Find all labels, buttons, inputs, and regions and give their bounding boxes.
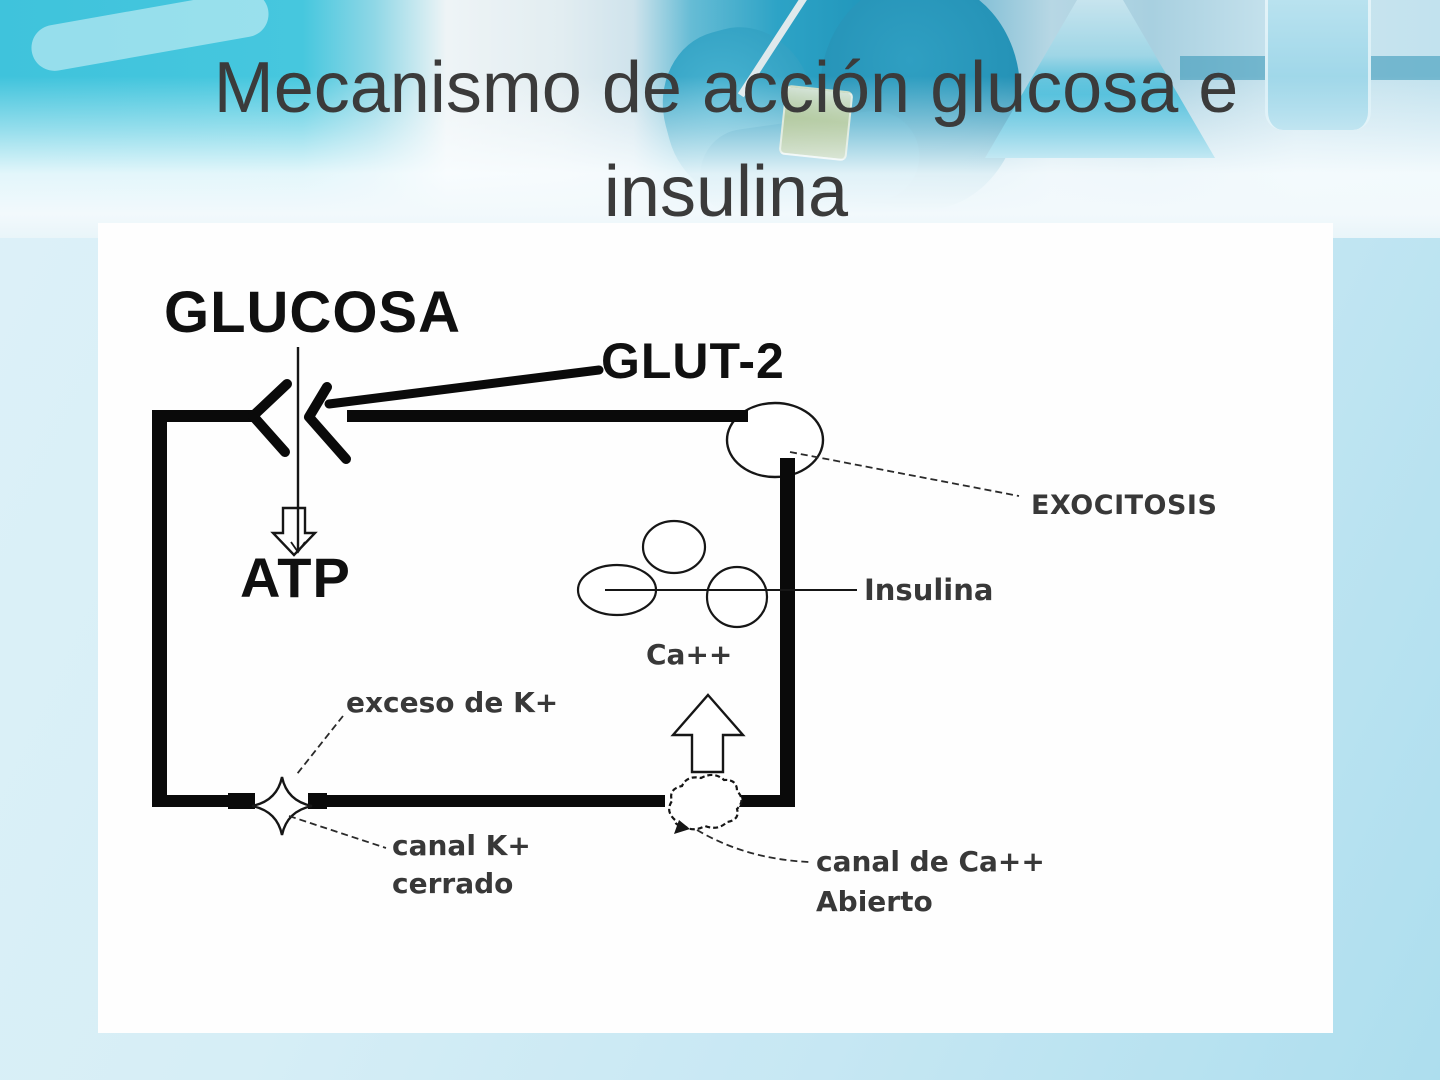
glut2-channel [248, 379, 351, 464]
canal-ca-label-line2: Abierto [816, 885, 933, 918]
exocitosis-pointer [789, 451, 1020, 497]
vesicle-circle [725, 401, 825, 479]
glut2-channel-left-fletch [248, 379, 292, 457]
membrane-top-right-segment [347, 410, 748, 422]
slide-title-line2: insulina [603, 152, 849, 232]
canal-ca-label-line1: canal de Ca++ [816, 845, 1045, 878]
exceso-k-label: exceso de K+ [346, 686, 558, 719]
mechanism-diagram: GLUCOSA GLUT-2 ATP EXOCITOSIS Insulina C… [152, 280, 1217, 918]
label-pointers [288, 451, 1020, 863]
membrane-top-left-segment [152, 410, 253, 422]
insulin-granule [705, 565, 769, 629]
glut2-channel-right-fletch [304, 382, 351, 464]
diagram-panel: GLUCOSA GLUT-2 ATP EXOCITOSIS Insulina C… [98, 223, 1333, 1033]
ca-label: Ca++ [646, 638, 732, 671]
canal-ca-pointer [696, 829, 810, 863]
insulina-label: Insulina [864, 573, 993, 607]
membrane-bottom-segment-2 [308, 795, 665, 807]
membrane-bottom-segment-3 [727, 795, 795, 807]
membrane-thick-end-left [228, 793, 255, 809]
insulin-granules [576, 519, 769, 629]
glucose-flow-arrowhead [290, 541, 306, 554]
slide-title-line1: Mecanismo de acción glucosa e [213, 48, 1239, 128]
exocitosis-label: EXOCITOSIS [1031, 490, 1217, 521]
glut2-pointer-line [324, 365, 604, 409]
insulin-granule [641, 519, 707, 575]
glut2-label: GLUT-2 [601, 333, 785, 389]
glucosa-label: GLUCOSA [164, 280, 461, 345]
atp-label: ATP [240, 546, 351, 609]
slide-title: Mecanismo de acción glucosa e insulina [0, 36, 1440, 244]
photo-fade-overlay [0, 0, 1440, 238]
cell-membrane [152, 410, 795, 809]
membrane-right [780, 458, 795, 807]
k-channel-star [251, 776, 313, 836]
membrane-left [152, 410, 167, 807]
canal-k-label-line2: cerrado [392, 867, 513, 900]
ca-channel-cloud [668, 773, 743, 831]
calcium-up-arrow [670, 693, 746, 774]
canal-k-label-line1: canal K+ [392, 829, 531, 862]
canal-k-pointer [288, 815, 387, 849]
ca-channel-small-arrow [674, 820, 690, 834]
exceso-k-pointer [296, 715, 344, 775]
header-lab-photo [0, 0, 1440, 238]
